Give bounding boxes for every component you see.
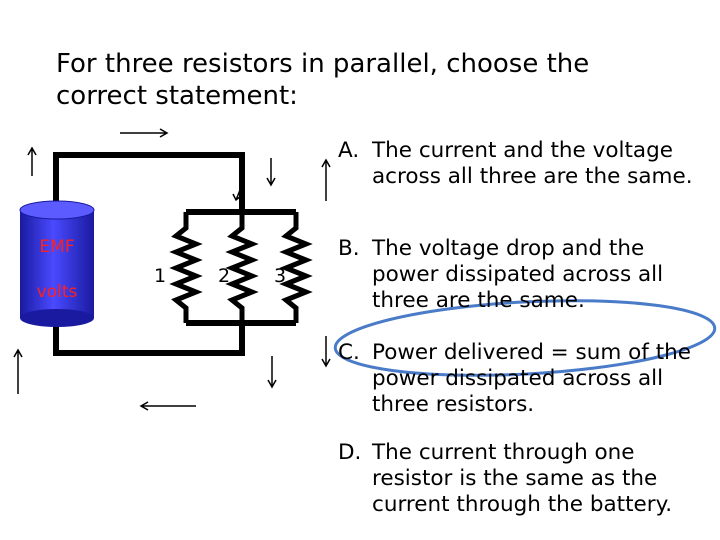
resistor-2-zigzag [225,212,259,323]
battery: EMF volts [19,200,95,327]
current-arrow-bottom-left-up [13,348,23,394]
resistor-1-label: 1 [154,265,166,287]
answer-highlight-ellipse [333,299,717,377]
current-arrow-far-right-down [321,336,331,368]
option-a-text: The current and the voltage across all t… [372,138,693,189]
option-d-letter: D. [338,440,362,465]
option-c[interactable]: C. Power delivered = sum of the power di… [338,340,713,418]
current-arrow-left-up [27,146,37,176]
option-a-letter: A. [338,138,360,163]
option-d[interactable]: D. The current through one resistor is t… [338,440,713,518]
current-arrow-far-right-up [321,158,331,201]
current-arrow-bottom-left [139,401,196,411]
current-arrow-bottom-right-down [267,356,277,389]
current-arrow-right-down [266,158,276,187]
battery-emf-label: EMF [39,237,74,257]
option-b-text: The voltage drop and the power dissipate… [372,236,664,313]
resistor-3-label: 3 [274,265,286,287]
resistor-1-zigzag [169,212,203,323]
option-b-letter: B. [338,236,360,261]
option-a[interactable]: A. The current and the voltage across al… [338,138,713,190]
current-arrow-branch [232,189,242,202]
option-d-text: The current through one resistor is the … [372,440,673,517]
option-c-letter: C. [338,340,360,365]
current-arrow-top-right [120,128,169,138]
slide-title: For three resistors in parallel, choose … [56,49,590,111]
option-c-text: Power delivered = sum of the power dissi… [372,340,691,417]
current-arrows [13,128,331,411]
option-b[interactable]: B. The voltage drop and the power dissip… [338,236,713,314]
battery-volts-label: volts [37,282,78,302]
resistor-2-label: 2 [218,265,230,287]
resistor-3-zigzag [279,212,313,323]
